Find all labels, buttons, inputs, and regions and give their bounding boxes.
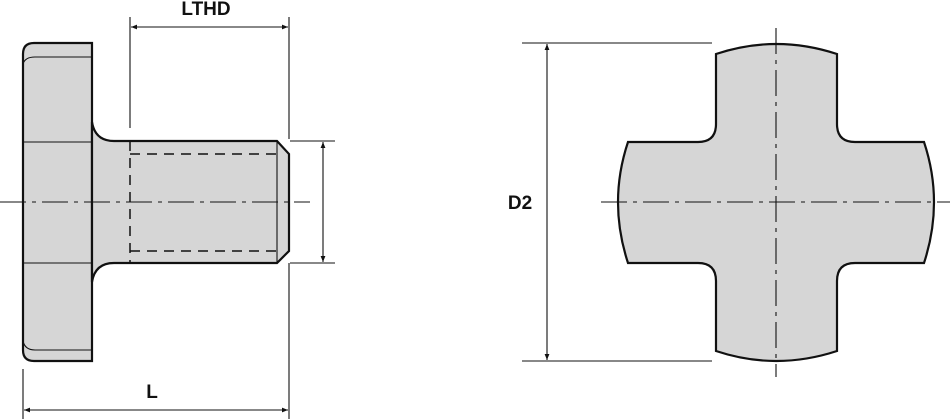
l-label: L (146, 382, 158, 403)
d2-label: D2 (508, 193, 532, 214)
lthd-label: LTHD (181, 0, 230, 20)
end-view: D2 (508, 28, 950, 377)
head-chamfer-lines (22, 56, 92, 351)
side-view: LTHD L (0, 0, 335, 419)
